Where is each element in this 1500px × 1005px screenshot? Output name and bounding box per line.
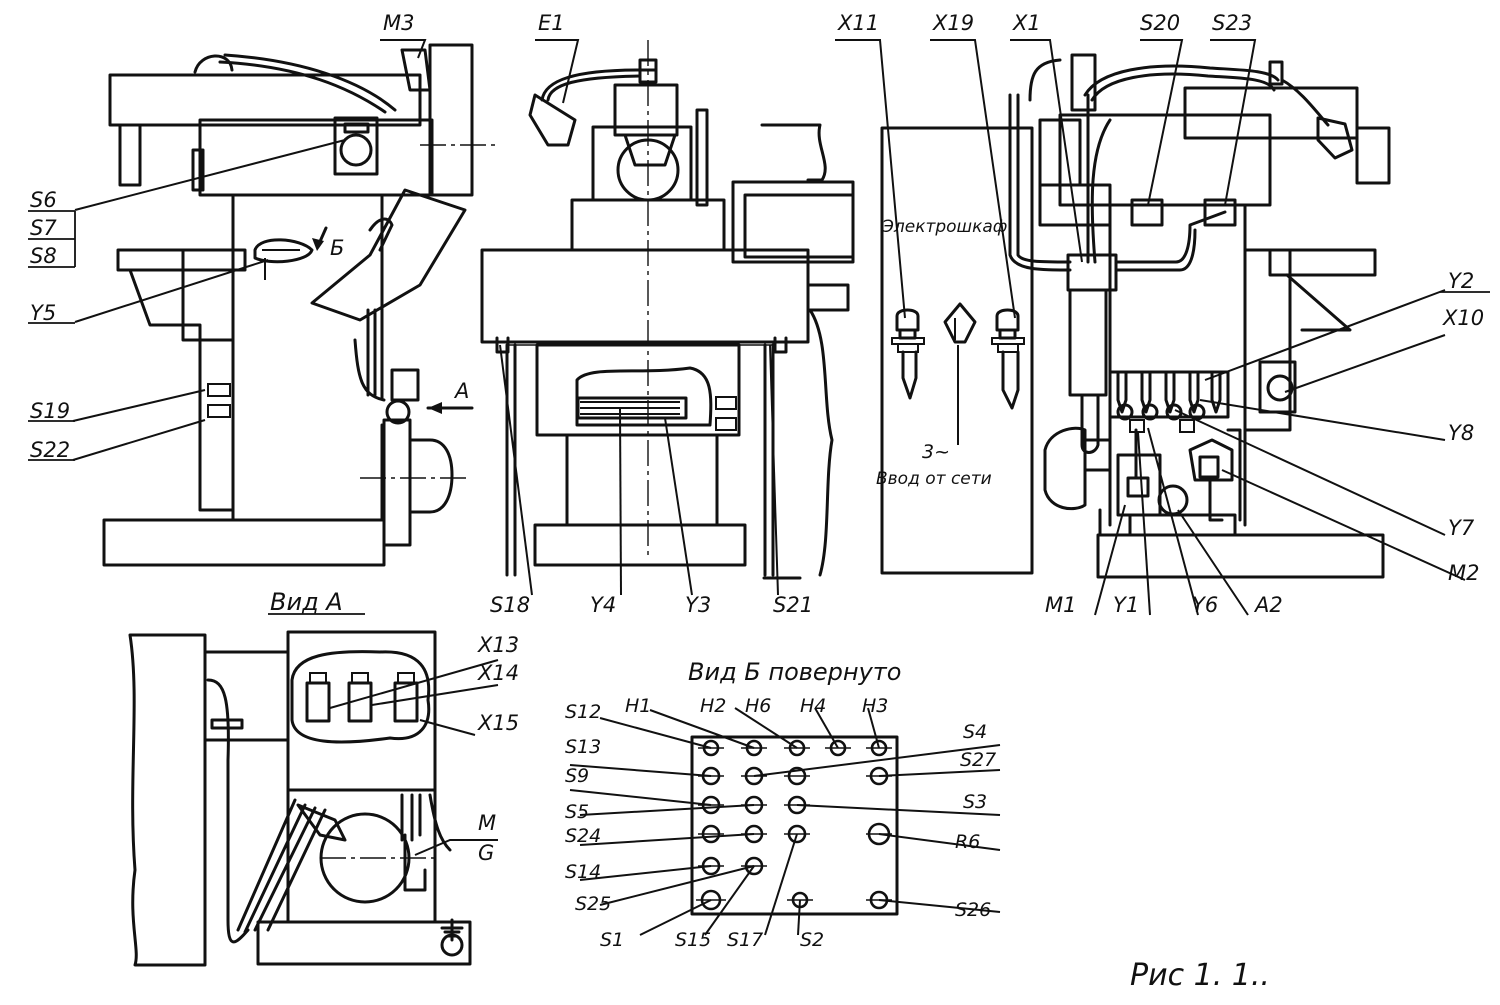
label-m1: M1 [1045,593,1076,617]
label-e1: E1 [538,11,565,35]
cabinet-title: Электрошкаф [881,217,1007,237]
label-x11: X11 [837,11,879,35]
figure-caption: Рис 1. 1.. [1130,958,1270,993]
label-s23: S23 [1212,11,1252,35]
label-s12: S12 [565,701,601,723]
cabinet-mains-input: Ввод от сети [876,469,992,489]
label-h2: H2 [700,695,726,717]
label-s18: S18 [490,593,530,617]
label-s7: S7 [30,216,57,240]
label-s24: S24 [565,825,601,847]
label-x19: X19 [932,11,974,35]
label-s5: S5 [565,801,589,823]
label-h6: H6 [745,695,771,717]
label-s27: S27 [960,749,996,771]
label-s21: S21 [773,593,813,617]
label-s19: S19 [30,399,70,423]
cabinet-phase: 3~ [922,441,950,463]
label-y1: Y1 [1113,593,1139,617]
label-x1: X1 [1012,11,1041,35]
label-y8: Y8 [1448,421,1474,445]
label-s15: S15 [675,929,711,951]
view-a-detail [128,630,472,967]
label-s26: S26 [955,899,991,921]
label-y5: Y5 [30,301,56,325]
label-y6: Y6 [1192,593,1218,617]
label-y4: Y4 [590,593,616,617]
label-s13: S13 [565,736,601,758]
view-b-title: Вид Б повернуто [688,658,901,686]
arrow-b-label: Б [330,236,344,260]
label-y7: Y7 [1448,516,1475,540]
label-s17: S17 [727,929,763,951]
label-x15: X15 [477,711,519,735]
label-x14: X14 [477,661,519,685]
label-h1: H1 [625,695,651,717]
label-s14: S14 [565,861,601,883]
label-x13: X13 [477,633,519,657]
label-s8: S8 [30,244,57,268]
label-s1: S1 [600,929,624,951]
label-h3: H3 [862,695,888,717]
machine-side-view [102,43,495,567]
label-s22: S22 [30,438,70,462]
label-y3: Y3 [685,593,711,617]
view-b-panel [690,735,899,916]
label-s2: S2 [800,929,824,951]
label-m: M [478,811,496,835]
leader-lines [72,39,1466,936]
machine-front-view [480,40,855,580]
label-y2: Y2 [1448,269,1474,293]
label-m3: M3 [383,11,414,35]
label-g: G [478,841,494,865]
arrow-a-label: A [453,379,469,403]
label-s20: S20 [1140,11,1180,35]
drawing-annotations: Б A Вид А Вид Б повернуто Электрошкаф 3~… [268,217,1270,993]
label-s6: S6 [30,188,57,212]
label-s9: S9 [565,765,589,787]
component-labels: S6 S7 S8 Y5 S19 S22 M3 E1 X11 X19 X1 S20… [28,11,1490,951]
view-a-title: Вид А [270,588,343,616]
label-m2: M2 [1448,561,1479,585]
label-a2: A2 [1253,593,1283,617]
label-s25: S25 [575,893,611,915]
electrical-cabinet [880,126,1034,575]
label-s3: S3 [963,791,987,813]
label-x10: X10 [1442,306,1484,330]
label-r6: R6 [955,831,980,853]
label-h4: H4 [800,695,826,717]
label-s4: S4 [963,721,987,743]
machine-rear-view [1008,53,1391,579]
